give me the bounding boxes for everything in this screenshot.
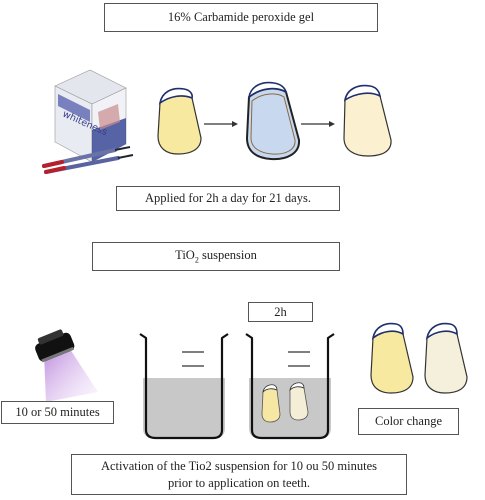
whiteness-product-kit: whiteness [42,69,134,174]
activation-line-2: prior to application on teeth. [168,475,310,490]
gel-label: 16% Carbamide peroxide gel [167,10,315,24]
beaker-teeth-immersed [245,333,335,440]
gel-label-box: 16% Carbamide peroxide gel [104,3,378,32]
suspension-label-box: TiO2 suspension [92,242,340,271]
beaker-suspension [139,333,229,440]
minutes-label: 10 or 50 minutes [15,405,100,419]
immersed-tooth-2 [289,382,309,421]
tooth-whitened [343,84,392,157]
minutes-label-box: 10 or 50 minutes [1,401,114,424]
hours-label-box: 2h [248,302,313,322]
arrow-right-2-icon [301,121,335,127]
syringe-2 [44,154,134,174]
syringe-1 [42,146,131,168]
applied-label-box: Applied for 2h a day for 21 days. [116,186,340,211]
uv-lamp-icon [35,329,98,402]
hours-label: 2h [274,304,287,319]
tooth-yellow-initial [157,87,202,155]
tooth-result-pale [424,322,468,394]
tooth-result-yellow [370,322,414,394]
activation-line-1: Activation of the Tio2 suspension for 10… [100,458,378,473]
color-change-box: Color change [358,408,459,435]
color-change-label: Color change [375,414,442,428]
tooth-with-gel-tray [245,81,301,161]
immersed-tooth-1 [261,384,281,423]
arrow-right-1-icon [204,121,238,127]
applied-label: Applied for 2h a day for 21 days. [145,191,311,205]
activation-note-box: Activation of the Tio2 suspension for 10… [71,454,407,495]
suspension-label: TiO2 suspension [175,248,257,265]
